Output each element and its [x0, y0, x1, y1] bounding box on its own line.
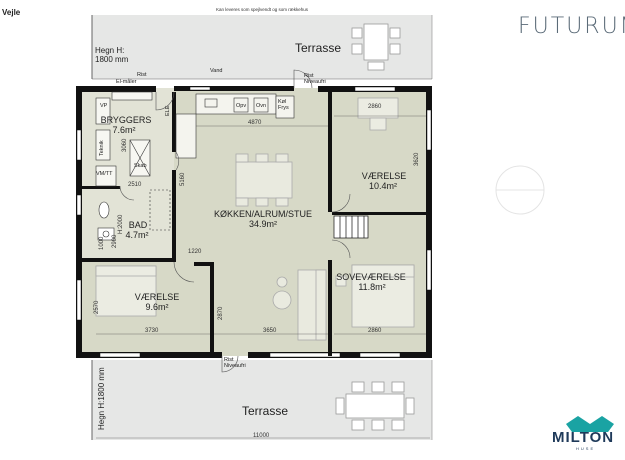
- room-bad-area: 4.7m²: [125, 230, 149, 240]
- fence-top-label: Hegn H: 1800 mm: [95, 46, 129, 65]
- dim-5160: 5160: [180, 172, 186, 186]
- teknik-label: Teknik: [99, 140, 105, 156]
- dim-1000: 1000: [99, 236, 105, 250]
- dining-table: [235, 153, 293, 207]
- rist-niveaufri-top-label: Rist Niveaufri: [304, 73, 326, 85]
- dim-1220: 1220: [188, 249, 202, 255]
- fence-bottom-label: Hegn H:1800 mm: [97, 367, 106, 430]
- dim-2860-top: 2860: [368, 104, 382, 110]
- skab-label: Skab: [134, 163, 147, 169]
- room-sovevaerelse-area: 11.8m²: [358, 282, 386, 292]
- dim-2870: 2870: [218, 306, 224, 320]
- el-maaler-label: El-måler: [116, 79, 137, 85]
- vp-label: VP: [100, 103, 108, 109]
- vm-tt-label: VM/TT: [96, 171, 113, 177]
- bedroom-furniture: [95, 97, 415, 328]
- windows: [76, 86, 432, 358]
- terrace-top-label: Terrasse: [294, 41, 342, 55]
- dimension-lines: [96, 115, 430, 439]
- rist-niveaufri-bottom-label: Rist Niveaufri: [224, 357, 246, 369]
- room-bad-name: BAD: [128, 220, 148, 230]
- ghost-sketch: [495, 165, 545, 215]
- room-bryggers-area: 7.6m²: [112, 125, 136, 135]
- terrace-top-furniture: [351, 23, 401, 71]
- milton-logo-sub: HUSE: [576, 446, 596, 451]
- dim-2570: 2570: [94, 300, 100, 314]
- ovn-label: Ovn: [256, 103, 267, 109]
- room-kitchen-name: KØKKEN/ALRUM/STUE: [213, 209, 313, 219]
- dim-2860-bottom: 2860: [368, 328, 382, 334]
- dim-4870: 4870: [248, 120, 262, 126]
- rist-label: Rist: [137, 72, 147, 78]
- kitchen-counter: [175, 93, 295, 159]
- opv-label: Opv: [236, 103, 247, 109]
- room-sovevaerelse-name: SOVEVÆRELSE: [336, 272, 406, 282]
- doors: [119, 69, 351, 373]
- living-furniture: [272, 269, 327, 341]
- room-bryggers-name: BRYGGERS: [100, 115, 152, 125]
- room-vaerelse2-name: VÆRELSE: [134, 292, 180, 302]
- dim-3060: 3060: [122, 138, 128, 152]
- dim-3620: 3620: [414, 152, 420, 166]
- dim-3650: 3650: [263, 328, 277, 334]
- milton-logo: MILTON: [552, 429, 615, 446]
- kol-frys-label: Køl Frys: [278, 99, 289, 111]
- dim-3730: 3730: [145, 328, 159, 334]
- dim-11000: 11000: [253, 433, 270, 439]
- vand-label: Vand: [210, 68, 223, 74]
- bath-fixtures: [97, 189, 171, 241]
- wardrobe: [333, 215, 369, 239]
- interior-walls: [80, 92, 428, 356]
- variant-note: Kan leveres som spejlvendt og som rækkeh…: [215, 7, 309, 12]
- room-vaerelse1-name: VÆRELSE: [361, 171, 407, 181]
- city-label: Vejle: [2, 8, 21, 17]
- ele-label: ELE: [165, 105, 171, 116]
- bryggers-fixtures: [95, 91, 153, 187]
- milton-logo-mark: [566, 416, 614, 432]
- dim-2900: 2900: [112, 234, 118, 248]
- room-vaerelse2-area: 9.6m²: [145, 302, 169, 312]
- dim-2510: 2510: [128, 182, 142, 188]
- terrace-bottom-furniture: [335, 381, 415, 431]
- terrace-bottom-label: Terrasse: [241, 404, 289, 418]
- floor-bryggers: [80, 88, 174, 258]
- dim-bad-height: H:2000: [118, 214, 124, 234]
- room-kitchen-area: 34.9m²: [248, 219, 278, 229]
- room-vaerelse1-area: 10.4m²: [368, 181, 398, 191]
